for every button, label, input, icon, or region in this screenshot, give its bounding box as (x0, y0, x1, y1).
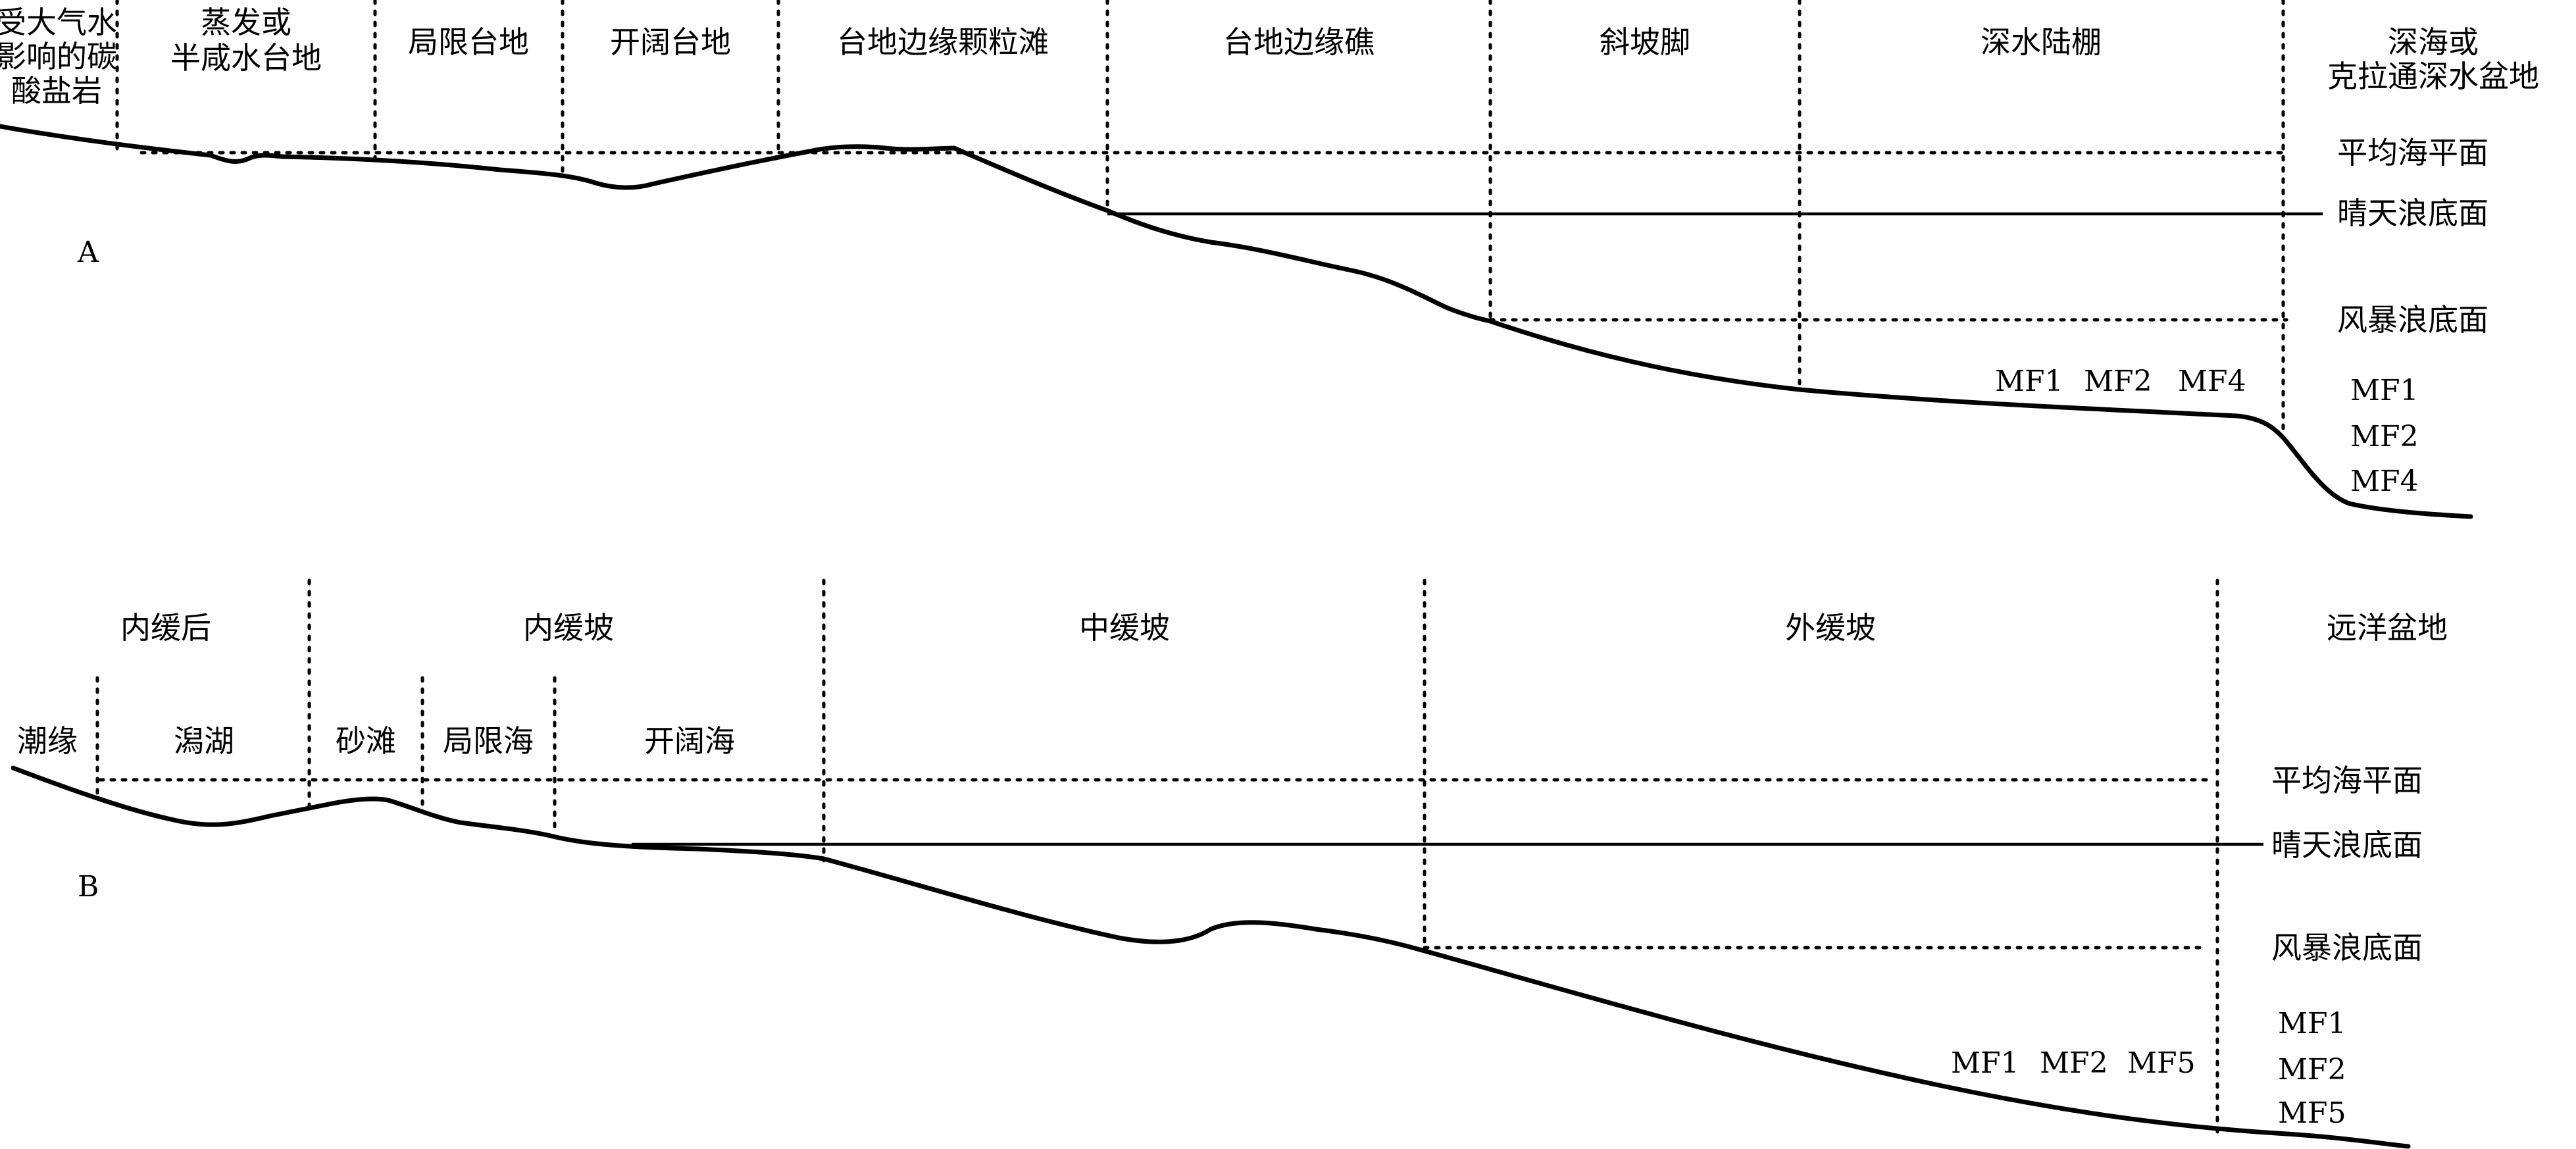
b-mf-inline-3: MF5 (2127, 1046, 2196, 1080)
b-mf-inline-2: MF2 (2040, 1046, 2108, 1080)
a-mean-sea-level-label: 平均海平面 (2337, 135, 2488, 170)
a-zone-restricted-platform: 局限台地 (408, 24, 529, 60)
b-subzone-open-sea: 开阔海 (644, 723, 735, 759)
a-panel-letter: A (77, 236, 99, 269)
b-subzone-lagoon: 潟湖 (174, 723, 234, 759)
b-subzone-restricted-sea: 局限海 (443, 723, 534, 759)
a-mf-inline-1: MF1 (1995, 365, 2063, 398)
a-zone-deep-basin-line2: 克拉通深水盆地 (2327, 59, 2539, 94)
b-storm-wave-base-label: 风暴浪底面 (2271, 930, 2423, 965)
a-zone-meteoric-line3: 酸盐岩 (11, 73, 102, 109)
b-subzone-sand-shoal: 砂滩 (336, 723, 396, 759)
a-fair-weather-wave-base-label: 晴天浪底面 (2337, 195, 2488, 231)
b-panel-letter: B (78, 870, 99, 904)
b-zone-pelagic-basin: 远洋盆地 (2327, 610, 2448, 646)
a-zone-open-platform: 开阔台地 (610, 24, 731, 60)
a-storm-wave-base-label: 风暴浪底面 (2337, 302, 2488, 338)
b-zone-outer-ramp: 外缓坡 (1785, 610, 1876, 646)
a-mf-inline-2: MF2 (2084, 365, 2152, 398)
b-fair-weather-wave-base-label: 晴天浪底面 (2271, 827, 2423, 863)
b-zone-inner-ramp-back: 内缓后 (120, 610, 211, 646)
b-mf-stack-2: MF2 (2278, 1053, 2346, 1086)
a-zone-margin-reef: 台地边缘礁 (1223, 24, 1375, 60)
panel-a: 受大气水 影响的碳 酸盐岩 蒸发或 半咸水台地 局限台地 开阔台地 台地边缘颗粒… (0, 0, 2539, 519)
a-zone-grain-shoal: 台地边缘颗粒滩 (837, 24, 1049, 60)
b-zone-inner-ramp: 内缓坡 (523, 610, 614, 646)
a-zone-evaporitic-line2: 半咸水台地 (170, 40, 322, 76)
b-mean-sea-level-label: 平均海平面 (2271, 763, 2423, 798)
a-seafloor-profile (0, 124, 2473, 519)
panel-b: 内缓后 内缓坡 中缓坡 外缓坡 远洋盆地 潮缘 潟湖 砂滩 局限海 开阔海 平均… (11, 578, 2448, 1149)
a-zone-meteoric-line2: 影响的碳 (0, 39, 117, 74)
b-mf-inline-1: MF1 (1951, 1046, 2019, 1080)
a-zone-evaporitic-line1: 蒸发或 (201, 5, 291, 40)
a-zone-meteoric-line1: 受大气水 (0, 5, 117, 40)
a-mf-stack-1: MF1 (2350, 374, 2419, 407)
b-mf-stack-1: MF1 (2278, 1007, 2346, 1040)
a-mf-stack-3: MF4 (2350, 465, 2419, 498)
a-mf-inline-3: MF4 (2178, 365, 2246, 398)
b-zone-mid-ramp: 中缓坡 (1079, 610, 1170, 646)
b-subzone-peritidal: 潮缘 (17, 723, 78, 759)
a-zone-deep-basin-line1: 深海或 (2388, 24, 2479, 60)
a-mf-stack-2: MF2 (2350, 420, 2419, 453)
b-mf-stack-3: MF5 (2278, 1096, 2346, 1130)
a-zone-deep-shelf: 深水陆棚 (1981, 24, 2102, 60)
a-zone-toe-of-slope: 斜坡脚 (1600, 24, 1690, 60)
b-seafloor-profile (11, 765, 2411, 1149)
